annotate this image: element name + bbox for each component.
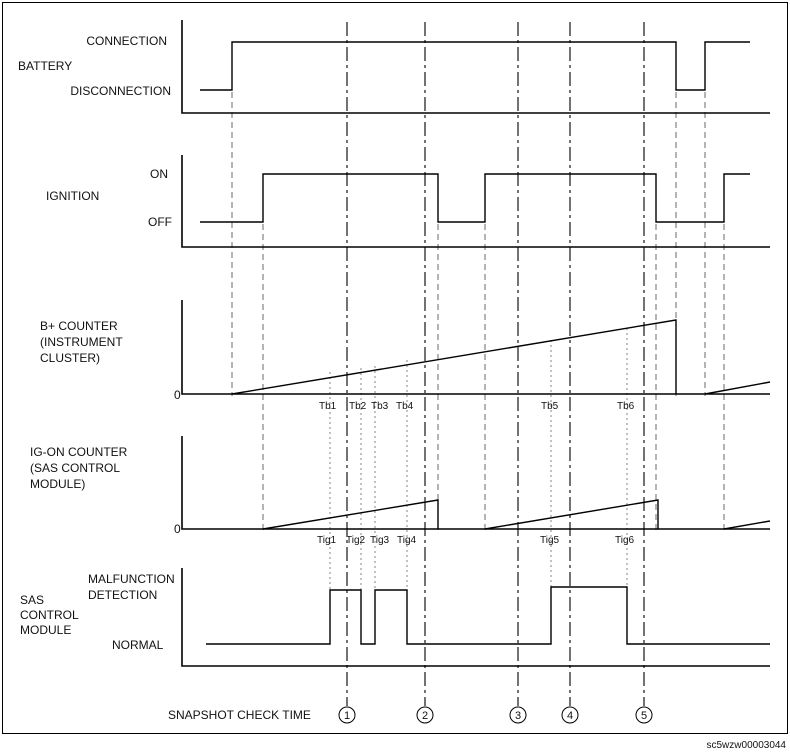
marker-tb3: Tb3	[371, 401, 389, 412]
snapshot-marker-2	[416, 706, 434, 724]
marker-tig1: Tig1	[317, 535, 337, 546]
igon-ramp-2	[484, 499, 659, 530]
sas-malfunction-label-1: MALFUNCTION	[88, 572, 175, 586]
figure-code: sc5wzw00003044	[707, 740, 787, 751]
snapshot-number-1: 1	[344, 710, 350, 722]
ignition-panel: ON OFF IGNITION	[46, 155, 770, 248]
bplus-ramp-1	[231, 319, 677, 395]
igon-title-line-2: (SAS CONTROL	[30, 461, 120, 475]
igon-title-line-1: IG-ON COUNTER	[30, 445, 128, 459]
sas-module-panel: MALFUNCTION DETECTION NORMAL SAS CONTROL…	[20, 568, 770, 667]
marker-tb4: Tb4	[396, 401, 414, 412]
marker-tb6: Tb6	[617, 401, 635, 412]
transition-guides	[231, 42, 725, 530]
snapshot-number-2: 2	[422, 710, 428, 722]
igon-title-line-3: MODULE)	[30, 477, 85, 491]
snapshot-number-3: 3	[515, 710, 521, 722]
battery-disconnection-label: DISCONNECTION	[70, 84, 171, 98]
battery-panel: CONNECTION DISCONNECTION BATTERY	[18, 20, 770, 114]
sas-title-line-1: SAS	[20, 593, 44, 607]
snapshot-number-5: 5	[641, 710, 647, 722]
snapshot-number-4: 4	[567, 710, 573, 722]
marker-tig4: Tig4	[397, 535, 417, 546]
ignition-off-label: OFF	[148, 215, 172, 229]
marker-tb2: Tb2	[349, 401, 367, 412]
battery-waveform	[200, 41, 750, 91]
marker-tb5: Tb5	[541, 401, 559, 412]
igon-axis	[181, 436, 770, 530]
marker-tb1: Tb1	[319, 401, 337, 412]
bplus-zero-label: 0	[174, 388, 181, 402]
sas-title-line-2: CONTROL	[20, 608, 79, 622]
ignition-on-label: ON	[150, 167, 168, 181]
marker-tig3: Tig3	[370, 535, 390, 546]
battery-connection-label: CONNECTION	[86, 34, 167, 48]
marker-tig6: Tig6	[615, 535, 635, 546]
sas-malfunction-label-2: DETECTION	[88, 588, 157, 602]
bplus-axis	[181, 300, 770, 395]
marker-tig2: Tig2	[346, 535, 366, 546]
ignition-waveform	[200, 173, 750, 223]
battery-axis	[181, 20, 770, 114]
sas-normal-label: NORMAL	[112, 638, 164, 652]
bplus-counter-panel: 0 B+ COUNTER (INSTRUMENT CLUSTER) Tb1 Tb…	[40, 300, 771, 412]
sas-title-line-3: MODULE	[20, 623, 71, 637]
ignition-axis	[181, 155, 770, 248]
snapshot-marker-1	[338, 706, 356, 724]
bplus-title-line-1: B+ COUNTER	[40, 319, 118, 333]
ignition-title: IGNITION	[46, 189, 99, 203]
battery-title: BATTERY	[18, 59, 72, 73]
snapshot-lines	[346, 22, 645, 706]
counter-marker-guides	[329, 328, 628, 590]
snapshot-label: SNAPSHOT CHECK TIME	[168, 708, 311, 722]
bplus-title-line-2: (INSTRUMENT	[40, 335, 123, 349]
snapshot-marker-4	[561, 706, 579, 724]
bplus-title-line-3: CLUSTER)	[40, 351, 100, 365]
bplus-ramp-2	[704, 381, 771, 395]
igon-ramp-1	[262, 499, 439, 530]
igon-counter-panel: 0 IG-ON COUNTER (SAS CONTROL MODULE) Tig…	[30, 436, 771, 546]
sas-waveform	[206, 586, 770, 645]
snapshot-marker-5	[635, 706, 653, 724]
diagram-frame	[2, 2, 788, 734]
marker-tig5: Tig5	[540, 535, 560, 546]
igon-zero-label: 0	[174, 522, 181, 536]
snapshot-marker-3	[509, 706, 527, 724]
igon-ramp-3	[723, 520, 771, 530]
snapshot-row: SNAPSHOT CHECK TIME 1 2 3 4 5	[168, 706, 653, 724]
sas-axis	[181, 568, 770, 667]
